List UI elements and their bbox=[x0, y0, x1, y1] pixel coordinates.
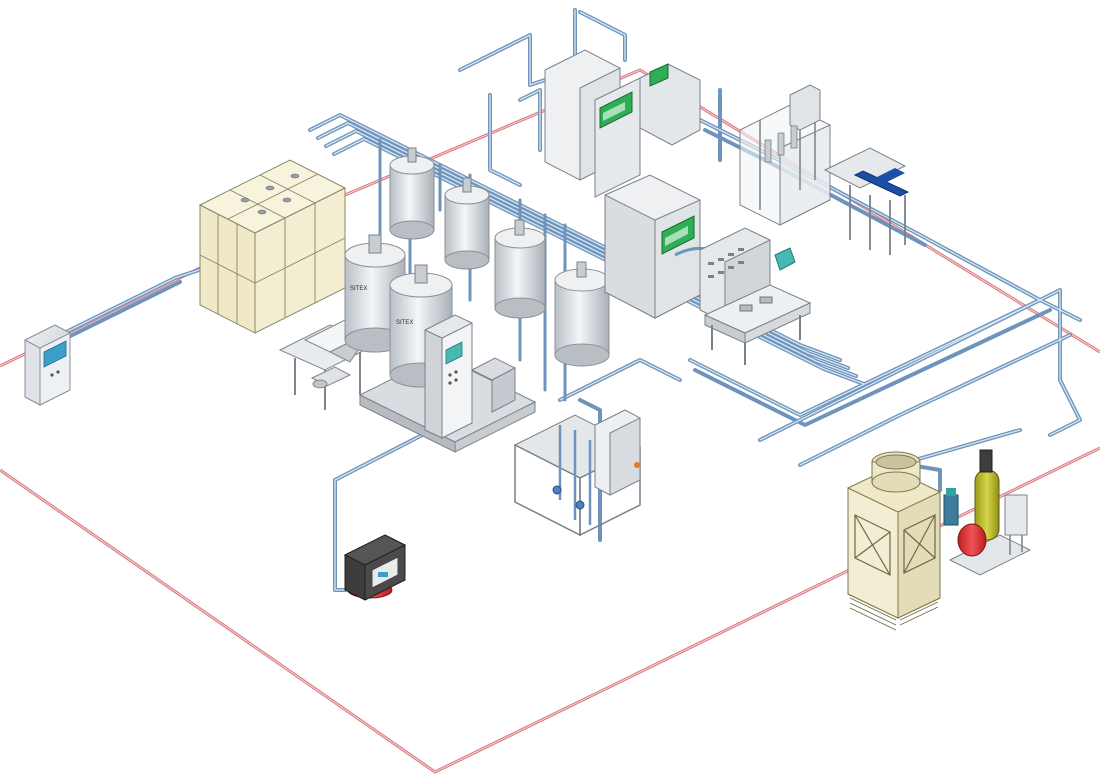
control-cabinet-left bbox=[24, 324, 71, 406]
filling-machine bbox=[739, 84, 831, 226]
floor-outline bbox=[0, 68, 1100, 774]
aging-tank-2 bbox=[444, 177, 490, 270]
air-compressor bbox=[343, 534, 407, 601]
continuous-freezer-1 bbox=[544, 49, 701, 198]
tank-brand-label: SITEX bbox=[350, 286, 367, 292]
cip-station bbox=[513, 409, 642, 537]
tank-group: SITEX SITEX bbox=[344, 147, 610, 388]
output-conveyor bbox=[823, 147, 910, 255]
tank-brand-label-2: SITEX bbox=[396, 320, 413, 326]
cold-room-panels bbox=[198, 159, 347, 334]
aging-tank-4 bbox=[554, 261, 610, 367]
aging-tank-1 bbox=[389, 147, 435, 240]
aging-tank-3 bbox=[494, 219, 546, 319]
water-pump-station bbox=[943, 449, 1032, 576]
continuous-freezer-2 bbox=[604, 174, 711, 319]
work-table bbox=[703, 284, 812, 365]
cooling-tower bbox=[847, 451, 941, 631]
pasteurizer-control-panel bbox=[424, 314, 517, 439]
